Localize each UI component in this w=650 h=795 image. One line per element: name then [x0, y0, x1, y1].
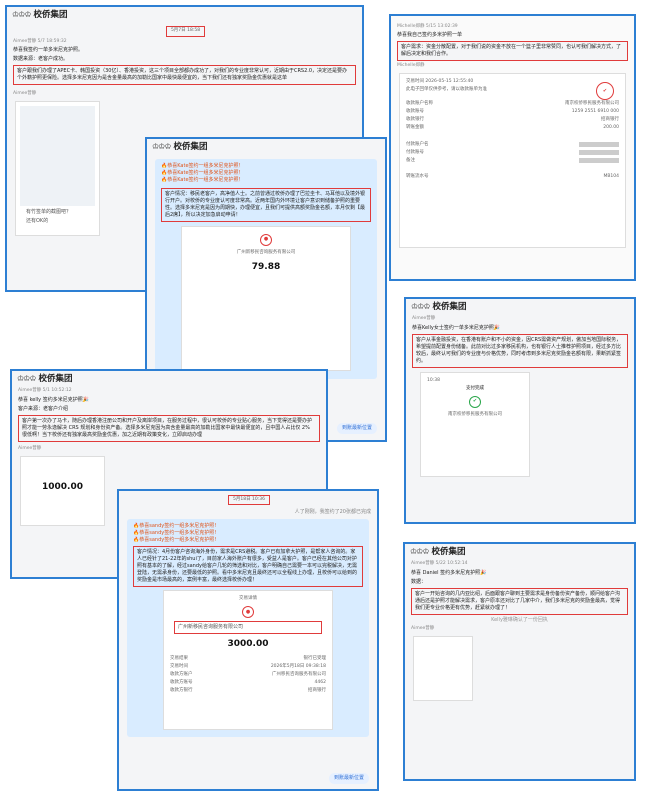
sender: Aimee曾静 5/1 10:52:12: [18, 388, 72, 394]
crown-icon: ♔♔♔: [17, 374, 36, 384]
crown-icon: ♔♔♔: [152, 142, 171, 152]
message-highlight: 客户一开始咨询的几内亚比绍，后面跟客户聊到主要需求是身份备份资产备份，顺问给客户…: [411, 587, 628, 615]
company-name: 广州新移民咨询服务有限公司: [174, 621, 322, 635]
receipt-title: 交易详情: [239, 596, 257, 602]
message-source: 数据：: [411, 578, 427, 585]
sender: Aimee曾静: [412, 316, 436, 322]
receipt-row: 收款账户名称南京校侨移民服务有限公司: [406, 101, 619, 107]
message-title: 🔥恭喜Kate签约一组多米尼克护照！: [161, 163, 244, 170]
crown-icon: ♔♔♔: [410, 547, 429, 557]
card-header: ♔♔♔校侨集团: [12, 371, 326, 388]
card-4: ♔♔♔校侨集团 Aimee曾静 恭喜Kelly女士签约一单多米尼克护照🎉 客户从…: [404, 297, 636, 524]
timestamp: 5月18日 10:36: [228, 495, 270, 506]
chat-line: 人了刚刚，我签约了20张都已完成: [294, 509, 371, 516]
message-source: 客户来源：老客户介绍: [18, 405, 69, 412]
message-title: 🔥恭喜sandy签约一组多米尼克护照!: [133, 536, 217, 543]
message-bubble: 🔥恭喜Kate签约一组多米尼克护照！ 🔥恭喜Kate签约一组多米尼克护照！ 🔥恭…: [155, 159, 377, 379]
message-highlight: 客户跟我们办理了APEC卡、韩国投资（30亿）、香港投资，这三个项目全部都办成功…: [13, 64, 356, 85]
message-title: 🔥恭喜sandy签约一组多米尼克护照!: [133, 523, 217, 530]
message-highlight: 客户从事金融投资，在香港有账户和不小的资金，因CRS需做资产规划，傲加当地国际税…: [412, 333, 628, 368]
group-title: 校侨集团: [431, 547, 466, 557]
message-title: 🔥恭喜Kate签约一组多米尼克护照！: [161, 176, 244, 183]
jump-to-latest-button[interactable]: 到账最新位置: [328, 773, 369, 784]
amount: 79.88: [251, 261, 281, 272]
stamp-icon: ✔: [596, 82, 614, 101]
receipt-row: 交易结果银行已受理: [170, 655, 326, 661]
message-title: 🔥恭喜Kate签约一组多米尼克护照！: [161, 170, 244, 177]
receipt-image: ● 广州新移民咨询服务有限公司 79.88: [181, 225, 351, 371]
message-highlight: 客户情况：4月份客户咨询海外身份，需求是CRS避税。客户已有加拿大护照，是帮家人…: [133, 546, 363, 588]
chat-line: 还有OK的: [26, 217, 49, 224]
bank-logo-icon: ●: [260, 233, 272, 246]
message-source: 数据来源：老客户成功。: [13, 55, 69, 62]
company-name: 南京校侨移民服务有限公司: [448, 411, 502, 417]
message-highlight: 客户情况：移民老客户，高净值人士。之前曾通过校侨办理了巴拉圭卡、马耳他以及境外银…: [161, 187, 371, 222]
message-highlight: 客户第一次办了马卡，随后办理香港注册公司和开户及离岸项目，在服务过程中，很认可校…: [18, 414, 320, 442]
jump-to-latest-button[interactable]: 到账最新位置: [336, 423, 377, 434]
screenshot-image: [413, 635, 473, 701]
receipt-row: 收款银行招商银行: [406, 117, 619, 123]
group-title: 校侨集团: [432, 302, 467, 312]
group-title: 校侨集团: [33, 10, 68, 20]
receipt-note: 此电子回单仅供参考，请以收款账单为准: [406, 87, 487, 93]
sender: Aimee曾静: [13, 90, 37, 96]
bank-logo-icon: ●: [242, 606, 254, 619]
receipt-row: 收款方账户广州移民咨询服务有限公司: [170, 671, 326, 677]
crown-icon: ♔♔♔: [411, 302, 430, 312]
receipt-row: 收款方银行招商银行: [170, 687, 326, 693]
card-6: 5月18日 10:36 人了刚刚，我签约了20张都已完成 🔥恭喜sandy签约一…: [117, 489, 379, 791]
receipt-image: 1000.00: [20, 455, 105, 526]
message-bubble: 🔥恭喜sandy签约一组多米尼克护照! 🔥恭喜sandy签约一组多米尼克护照! …: [127, 519, 369, 738]
message-title: 恭喜Kelly女士签约一单多米尼克护照🎉: [412, 324, 501, 331]
timestamp: 5月7日 18:58: [165, 26, 206, 37]
phone-status: 10:38: [427, 377, 440, 383]
group-title: 校侨集团: [38, 374, 73, 384]
amount: 1000.00: [42, 481, 83, 492]
company-name: 广州新移民咨询服务有限公司: [236, 249, 296, 255]
card-7: ♔♔♔校侨集团 Aimee曾静 5/22 10:52:14 恭喜 Daniel …: [403, 542, 636, 781]
message-title: 恭喜我签约一单多米尼克护照。: [13, 46, 84, 53]
message-title: 🔥恭喜sandy签约一组多米尼克护照!: [133, 529, 217, 536]
card-header: ♔♔♔校侨集团: [147, 139, 385, 156]
group-title: 校侨集团: [173, 142, 208, 152]
screenshot-image: 有竹签单的截图吧？ 还有OK的: [15, 100, 100, 236]
chat-line: 有竹签单的截图吧？: [26, 208, 72, 215]
payment-screenshot: 10:38 支付完成 ✔ 南京校侨移民服务有限公司: [420, 371, 530, 477]
message-highlight: 客户需求：资金分散配置，对于我们说的资金不放在一个篮子里非常赞同，也认可我们解决…: [397, 41, 628, 62]
receipt-row: 付款账户名: [404, 141, 621, 149]
crown-icon: ♔♔♔: [12, 10, 31, 20]
card-header: ♔♔♔校侨集团: [7, 7, 362, 24]
message-title: 恭喜 Daniel 签约多米尼克护照🎉: [411, 569, 487, 576]
sender: Michelle郑静 5/15 13:02:39: [397, 24, 458, 29]
card-header: ♔♔♔校侨集团: [406, 299, 634, 316]
sender: Aimee曾静 5/22 10:52:14: [411, 561, 468, 567]
sender: Aimee曾静 5/7 18:59:32: [13, 38, 67, 44]
sender: Aimee曾静: [411, 625, 435, 631]
receipt-time: 交易时间 2026-05-15 12:55:40: [406, 79, 474, 85]
receipt-image: ✔ 交易时间 2026-05-15 12:55:40 此电子回单仅供参考，请以收…: [399, 73, 626, 249]
receipt-image: 交易详情 ● 广州新移民咨询服务有限公司 3000.00 交易结果银行已受理 交…: [163, 590, 333, 731]
message-title: 恭喜 kelly 签约多米尼克护照🎉: [18, 396, 89, 403]
success-icon: ✔: [469, 395, 481, 408]
amount: 3000.00: [227, 639, 269, 650]
receipt-row: 备注: [404, 157, 621, 165]
phone-title: 支付完成: [466, 385, 484, 391]
sender: Aimee曾静: [18, 445, 42, 451]
card-header: ♔♔♔校侨集团: [405, 544, 634, 561]
system-notice: Kelly雅琳确认了一份回执: [491, 616, 548, 623]
receipt-row: 付款账号: [404, 149, 621, 157]
sender: Michelle郑静: [397, 63, 425, 69]
message-title: 恭喜我自己签约多米护照一单: [397, 32, 463, 39]
card-2: Michelle郑静 5/15 13:02:39 恭喜我自己签约多米护照一单 客…: [389, 14, 636, 281]
